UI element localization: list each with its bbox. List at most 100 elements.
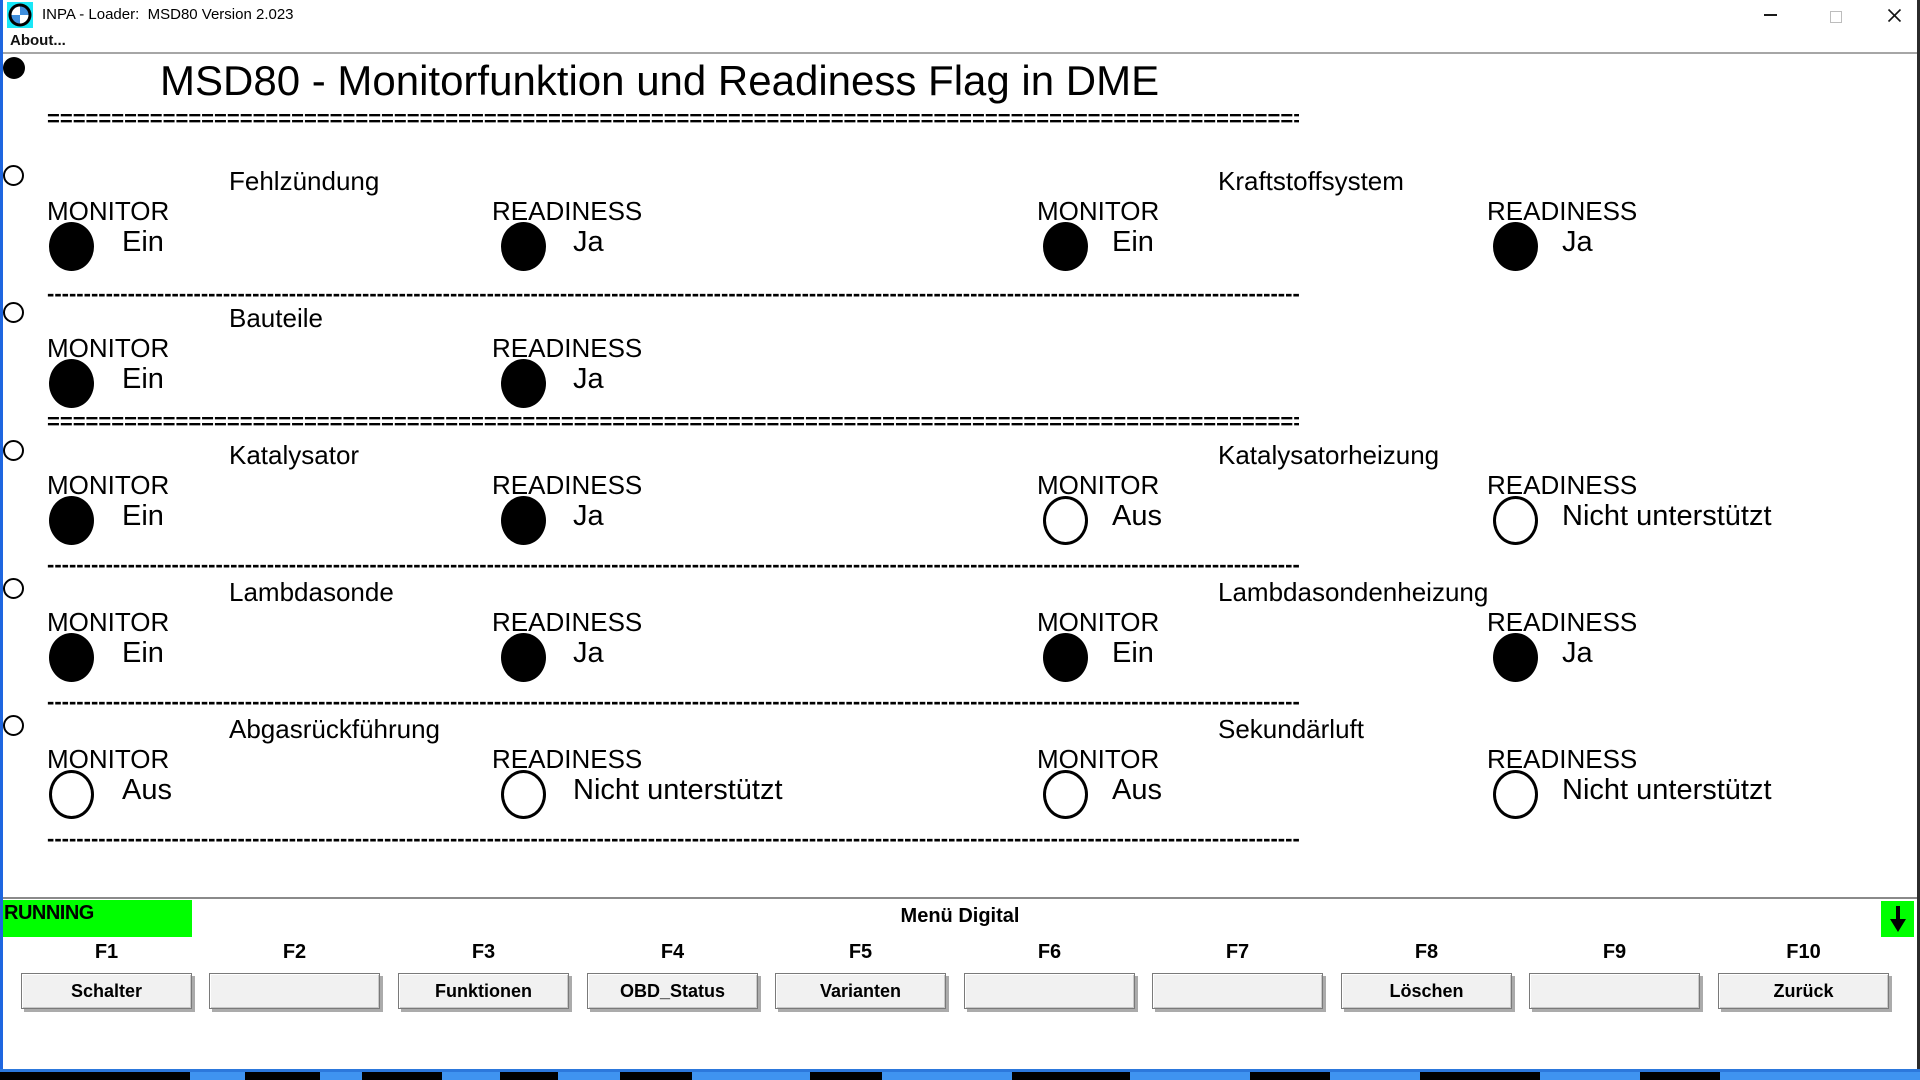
window-titlebar: INPA - Loader: MSD80 Version 2.023: [3, 0, 1917, 30]
group-title: Katalysatorheizung: [1218, 440, 1440, 470]
separator-double-line: ========================================…: [47, 410, 1299, 434]
separator-double-line: ========================================…: [47, 107, 1299, 131]
restore-button[interactable]: [1815, 0, 1861, 30]
readiness-indicator-circle: [501, 359, 546, 408]
monitor-value: Aus: [122, 774, 172, 806]
window-title: INPA - Loader: MSD80 Version 2.023: [42, 6, 294, 23]
running-status-badge: RUNNING: [0, 900, 192, 937]
monitor-value: Ein: [122, 363, 164, 395]
separator-dashed-line: ----------------------------------------…: [47, 553, 1299, 577]
readiness-value: Ja: [1562, 637, 1593, 669]
fkey-button-zurueck[interactable]: Zurück: [1718, 973, 1889, 1009]
readiness-label: READINESS: [1487, 607, 1638, 637]
readiness-label: READINESS: [492, 333, 643, 363]
fkey-button-f6-empty[interactable]: [964, 973, 1135, 1009]
readiness-value: Nicht unterstützt: [573, 774, 783, 806]
readiness-label: READINESS: [492, 607, 643, 637]
group-title: Lambdasondenheizung: [1218, 577, 1489, 607]
fkey-button-f7-empty[interactable]: [1152, 973, 1323, 1009]
section-radio: [3, 165, 24, 186]
readiness-label: READINESS: [1487, 744, 1638, 774]
monitor-indicator-circle: [1043, 633, 1088, 682]
group-title: Abgasrückführung: [229, 714, 441, 744]
readiness-indicator-circle: [1493, 222, 1538, 271]
monitor-value: Ein: [1112, 226, 1154, 258]
readiness-label: READINESS: [1487, 196, 1638, 226]
monitor-label: MONITOR: [47, 333, 170, 363]
section-radio: [3, 302, 24, 323]
fkey-label-f6: F6: [1037, 941, 1062, 963]
monitor-section-katalysator: Katalysator MONITOR Ein READINESS Ja Kat…: [0, 440, 1920, 560]
monitor-value: Aus: [1112, 774, 1162, 806]
taskbar-strip: [0, 1072, 1920, 1080]
readiness-indicator-circle: [1493, 633, 1538, 682]
readiness-value: Ja: [573, 500, 604, 532]
readiness-value: Nicht unterstützt: [1562, 500, 1772, 532]
monitor-value: Ein: [122, 226, 164, 258]
monitor-indicator-circle: [49, 770, 94, 819]
menu-title: Menü Digital: [900, 905, 1020, 927]
fkey-label-f3: F3: [471, 941, 496, 963]
bmw-logo-icon: [7, 2, 33, 28]
fkey-button-f9-empty[interactable]: [1529, 973, 1700, 1009]
fkey-button-schalter[interactable]: Schalter: [21, 973, 192, 1009]
group-title: Katalysator: [229, 440, 360, 470]
fkey-button-f2-empty[interactable]: [209, 973, 380, 1009]
restore-icon: [1830, 7, 1845, 23]
monitor-indicator-circle: [1043, 222, 1088, 271]
window-border-right: [1917, 0, 1920, 1069]
monitor-indicator-circle: [49, 359, 94, 408]
group-title: Lambdasonde: [229, 577, 394, 607]
section-radio: [3, 440, 24, 461]
monitor-indicator-circle: [1043, 496, 1088, 545]
readiness-label: READINESS: [492, 196, 643, 226]
active-indicator-dot: [3, 57, 25, 79]
fkey-label-f7: F7: [1225, 941, 1250, 963]
scroll-down-button[interactable]: [1881, 901, 1914, 937]
monitor-value: Aus: [1112, 500, 1162, 532]
monitor-value: Ein: [1112, 637, 1154, 669]
group-title: Sekundärluft: [1218, 714, 1364, 744]
fkey-button-varianten[interactable]: Varianten: [775, 973, 946, 1009]
readiness-label: READINESS: [492, 470, 643, 500]
window-border-left: [0, 0, 3, 1069]
close-button[interactable]: [1871, 0, 1917, 30]
readiness-value: Ja: [573, 226, 604, 258]
fkey-label-f10: F10: [1786, 941, 1821, 963]
monitor-label: MONITOR: [1037, 196, 1160, 226]
monitor-label: MONITOR: [47, 470, 170, 500]
fkey-label-f5: F5: [848, 941, 873, 963]
monitor-indicator-circle: [49, 496, 94, 545]
readiness-value: Ja: [573, 363, 604, 395]
readiness-indicator-circle: [501, 496, 546, 545]
fkey-button-funktionen[interactable]: Funktionen: [398, 973, 569, 1009]
group-title: Bauteile: [229, 303, 323, 333]
monitor-label: MONITOR: [1037, 607, 1160, 637]
monitor-label: MONITOR: [1037, 470, 1160, 500]
readiness-label: READINESS: [492, 744, 643, 774]
readiness-indicator-circle: [1493, 496, 1538, 545]
menu-item-about[interactable]: About...: [10, 32, 66, 49]
fkey-label-f4: F4: [660, 941, 685, 963]
separator-dashed-line: ----------------------------------------…: [47, 827, 1299, 851]
fkey-button-loeschen[interactable]: Löschen: [1341, 973, 1512, 1009]
fkey-label-f2: F2: [282, 941, 307, 963]
readiness-indicator-circle: [501, 770, 546, 819]
minimize-button[interactable]: [1747, 0, 1793, 30]
monitor-label: MONITOR: [47, 607, 170, 637]
section-radio: [3, 578, 24, 599]
fkey-button-obd-status[interactable]: OBD_Status: [587, 973, 758, 1009]
readiness-value: Ja: [573, 637, 604, 669]
fkey-label-f9: F9: [1602, 941, 1627, 963]
group-title: Fehlzündung: [229, 166, 380, 196]
monitor-value: Ein: [122, 500, 164, 532]
monitor-label: MONITOR: [47, 196, 170, 226]
monitor-section-abgasrueckfuehrung: Abgasrückführung MONITOR Aus READINESS N…: [0, 714, 1920, 834]
scroll-down-icon: [1889, 906, 1906, 932]
fkey-label-f8: F8: [1414, 941, 1439, 963]
monitor-indicator-circle: [49, 633, 94, 682]
monitor-indicator-circle: [1043, 770, 1088, 819]
group-title: Kraftstoffsystem: [1218, 166, 1404, 196]
readiness-indicator-circle: [501, 222, 546, 271]
page-title: MSD80 - Monitorfunktion und Readiness Fl…: [160, 57, 1160, 104]
